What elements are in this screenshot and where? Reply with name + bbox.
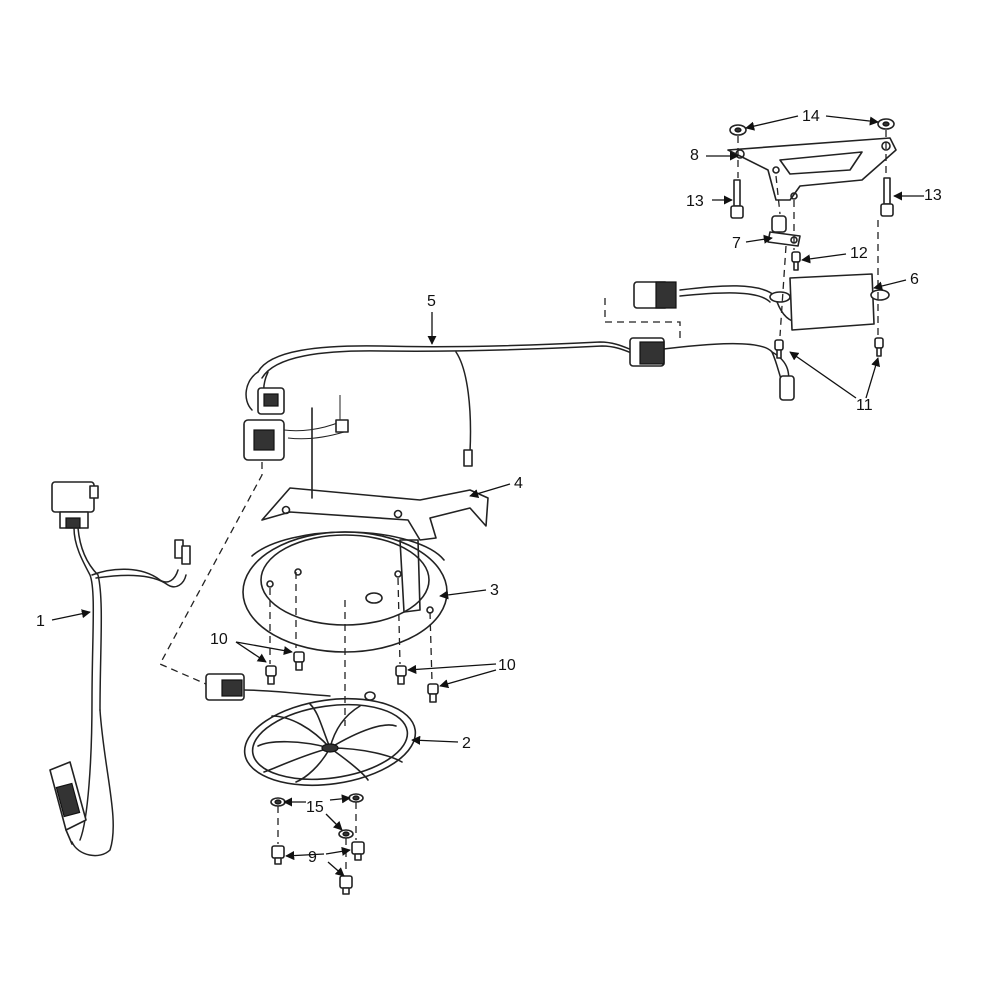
fan-shroud-part-3 [242, 531, 448, 653]
callout-10-left: 10 [210, 631, 228, 648]
bolt-part-10-d [427, 683, 439, 703]
callout-15: 15 [306, 799, 324, 816]
nut-part-14-left [729, 124, 747, 136]
callout-7: 7 [732, 235, 741, 252]
callout-3: 3 [490, 582, 499, 599]
callout-1: 1 [36, 613, 45, 630]
callout-8: 8 [690, 147, 699, 164]
wire-harness-part-1 [49, 481, 191, 857]
callout-2: 2 [462, 735, 471, 752]
callout-10-right: 10 [498, 657, 516, 674]
bolt-part-13-left [730, 179, 744, 219]
callout-11: 11 [856, 397, 873, 414]
nut-part-14-right [877, 118, 895, 130]
callout-13-right: 13 [924, 187, 942, 204]
fastener-group [265, 118, 895, 895]
alignment-dashes [159, 130, 887, 874]
mounting-bracket-part-8 [727, 137, 897, 201]
bolt-part-13-right [880, 177, 894, 217]
screw-part-12 [791, 251, 801, 271]
screw-part-11-left [774, 339, 784, 359]
screw-part-9-b [351, 841, 365, 861]
bolt-part-10-c [395, 665, 407, 685]
washer-part-15-a [270, 797, 286, 807]
washer-part-15-c [338, 829, 354, 839]
shroud-bracket-part-4 [261, 407, 489, 541]
bolt-part-10-a [265, 665, 277, 685]
control-module-part-6 [769, 273, 890, 331]
callout-4: 4 [514, 475, 523, 492]
callout-13-left: 13 [686, 193, 704, 210]
screw-part-9-c [339, 875, 353, 895]
callout-5: 5 [427, 293, 436, 310]
main-wire-harness-part-5 [243, 281, 797, 467]
fan-assembly-part-2 [205, 673, 417, 787]
callout-6: 6 [910, 271, 919, 288]
screw-part-9-a [271, 845, 285, 865]
callout-9: 9 [308, 849, 317, 866]
callout-labels: 1 2 3 4 5 6 7 8 9 10 10 11 12 13 13 14 1… [36, 108, 942, 866]
washer-part-15-b [348, 793, 364, 803]
callout-12: 12 [850, 245, 868, 262]
bolt-part-10-b [293, 651, 305, 671]
callout-14: 14 [802, 108, 820, 125]
leader-lines [51, 115, 924, 877]
clip-part-7 [767, 215, 801, 247]
screw-part-11-right [874, 337, 884, 357]
